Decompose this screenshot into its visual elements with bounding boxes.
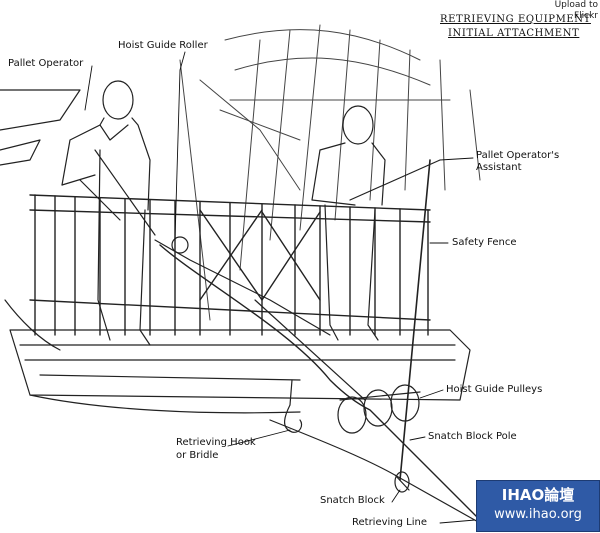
pallet-operators-assistant-figure [311,105,386,341]
snatch-block [394,471,410,493]
hoist-cable [254,299,366,401]
hoist-guide-roller [154,236,331,336]
label-pallet-operator: Pallet Operator [8,58,84,69]
pallet-platform [9,329,471,414]
label-hoist-guide-pulleys: Hoist Guide Pulleys [446,384,543,395]
label-retrieving-line: Retrieving Line [352,517,428,528]
title-line-2: INITIAL ATTACHMENT [448,28,580,39]
left-panel [0,89,81,351]
pallet-operator-figure [61,80,151,346]
safety-fence-rail [29,194,431,336]
retrieving-hook [284,379,303,433]
label-pallet-operators-assistant-2: Assistant [476,162,522,173]
label-safety-fence: Safety Fence [452,237,517,248]
label-hoist-guide-roller: Hoist Guide Roller [118,40,208,51]
operator-pole [94,149,156,236]
watermark-badge: IHAO論壇 www.ihao.org [476,480,600,532]
label-retrieving-hook-2: or Bridle [176,450,219,461]
label-pallet-operators-assistant-1: Pallet Operator's [476,150,560,161]
label-snatch-block: Snatch Block [320,495,385,506]
upload-badge-line-2: Flickr [573,11,598,21]
label-snatch-block-pole: Snatch Block Pole [428,431,517,442]
label-retrieving-hook-1: Retrieving Hook [176,437,256,448]
airframe-structure [179,24,481,321]
snatch-block-pole [399,159,431,481]
watermark-line-2: www.ihao.org [494,507,582,522]
assistant-pole [349,159,441,201]
leader-lines [84,51,476,524]
watermark-line-1: IHAO論壇 [501,486,575,504]
upload-badge-line-1: Upload to [554,0,598,10]
upload-badge[interactable]: Upload to Flickr [555,0,598,22]
title-line-1: RETRIEVING EQUIPMENT [440,14,591,25]
hoist-guide-pulleys [337,384,421,434]
retrieving-line [159,244,481,521]
